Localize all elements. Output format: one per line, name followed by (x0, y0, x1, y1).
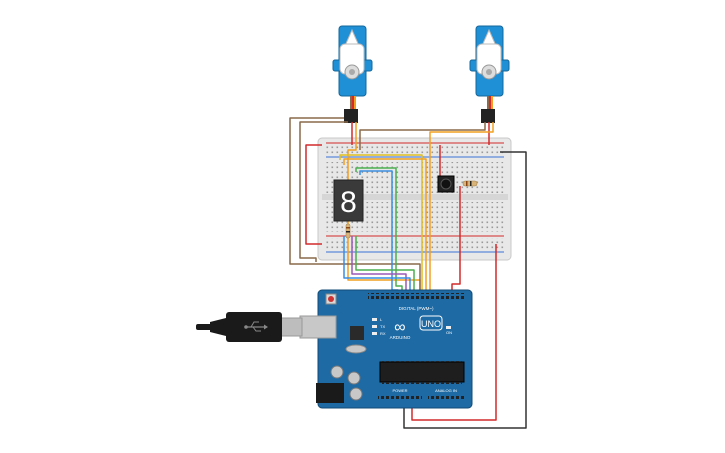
wire-purple-1 (351, 236, 407, 296)
servo-motor-right (469, 25, 510, 123)
digital-header-label: DIGITAL (PWM~) (399, 306, 434, 311)
push-button (437, 175, 455, 193)
resistor-display (345, 223, 351, 239)
arduino-logo-icon: ∞ (394, 319, 405, 336)
wire-blue-2 (343, 236, 411, 296)
analog-header-label: ANALOG IN (435, 388, 457, 393)
wire-servo2-signal (429, 122, 494, 296)
usb-symbol-icon (244, 321, 268, 332)
arduino-uno: DIGITAL (PWM~) L TX RX ON ∞ ARDUINO UNO (316, 289, 473, 409)
led-rx-label: RX (380, 331, 386, 336)
wire-red-rail-left (305, 144, 322, 245)
resistor-button (462, 180, 478, 187)
wire-brown-loop (289, 117, 421, 296)
wire-green-1 (355, 167, 403, 296)
servo-motor-left (332, 25, 373, 123)
power-header-label: POWER (392, 388, 407, 393)
led-tx-label: TX (380, 324, 385, 329)
wire-orange-2 (343, 158, 427, 296)
model-label: UNO (421, 319, 441, 329)
usb-cable (196, 312, 337, 342)
wire-servo1-ground (299, 121, 348, 262)
wire-yellow-1 (339, 154, 423, 296)
wire-ground-loop (403, 151, 527, 429)
led-l-label: L (380, 317, 383, 322)
led-on-label: ON (446, 330, 452, 335)
seven-segment-display: 8 (333, 179, 364, 222)
wire-servo2-ground (359, 122, 486, 150)
status-leds: L TX RX ON (372, 317, 452, 336)
brand-label: ARDUINO (390, 335, 411, 340)
display-digit: 8 (340, 186, 357, 219)
wire-green-2 (355, 236, 415, 296)
